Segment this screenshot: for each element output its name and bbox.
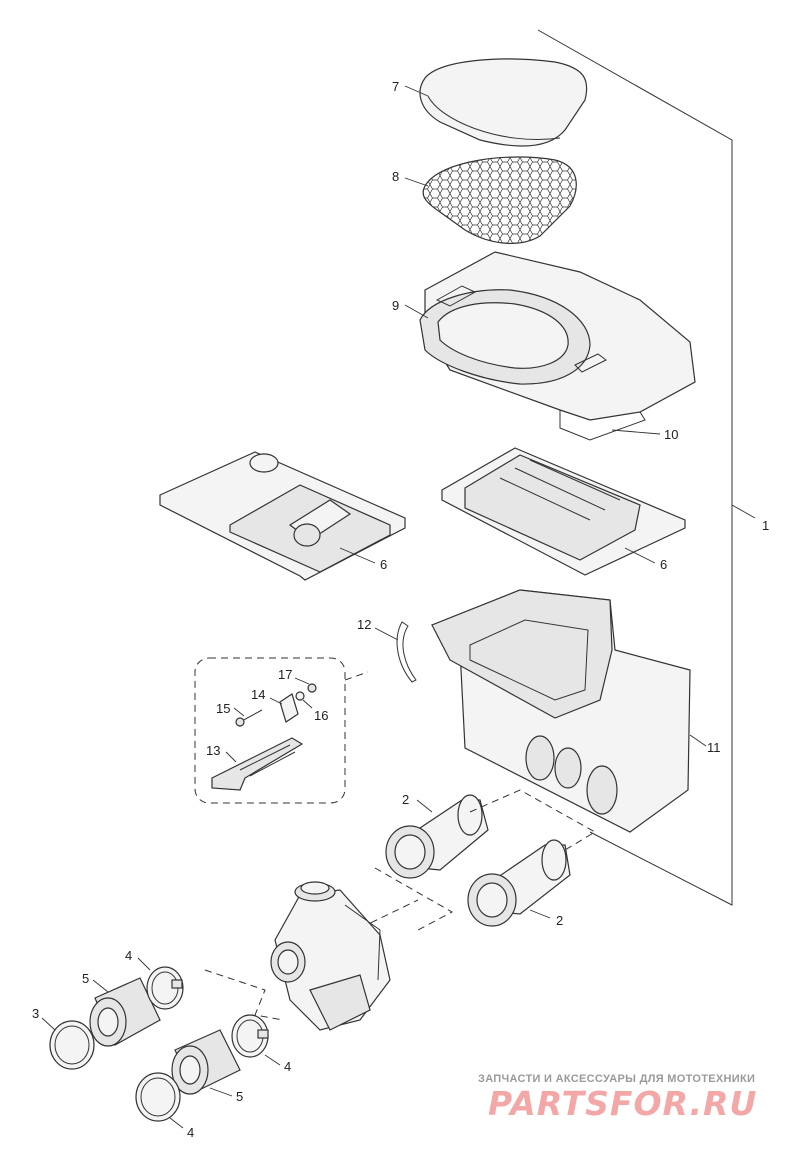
callout-5b: 5 — [236, 1089, 243, 1104]
intake-plate-left-part — [159, 451, 406, 581]
carburetor-part — [270, 881, 391, 1031]
leader-7 — [404, 85, 429, 97]
alignment-line-carb — [359, 899, 419, 929]
leader-10 — [611, 429, 661, 435]
leader-5a — [92, 979, 109, 993]
callout-7: 7 — [392, 79, 399, 94]
leader-16 — [302, 699, 313, 709]
leader-12 — [374, 627, 399, 641]
leader-1 — [731, 504, 756, 519]
leader-4b — [264, 1054, 281, 1066]
sleeve-upper-part — [89, 977, 161, 1047]
callout-10: 10 — [664, 427, 678, 442]
callout-2b: 2 — [556, 913, 563, 928]
clamp-part-3 — [49, 1020, 95, 1070]
washer-part — [295, 691, 305, 701]
clamp-upper-part — [146, 966, 184, 1010]
leader-14 — [269, 697, 283, 705]
alignment-line-upper — [469, 789, 596, 851]
leader-4a — [137, 957, 151, 971]
callout-8: 8 — [392, 169, 399, 184]
airbox-cover-part — [419, 251, 696, 441]
alignment-line-clamps — [204, 969, 284, 1021]
nut-part — [307, 683, 317, 693]
callout-14: 14 — [251, 687, 265, 702]
leader-2a — [416, 799, 433, 813]
callout-5a: 5 — [82, 971, 89, 986]
leader-15 — [233, 707, 245, 717]
callout-9: 9 — [392, 298, 399, 313]
callout-1: 1 — [762, 518, 769, 533]
callout-3: 3 — [32, 1006, 39, 1021]
intake-plate-right-part — [441, 447, 686, 576]
callout-16: 16 — [314, 708, 328, 723]
assembly-bracket — [537, 29, 733, 906]
intake-boot-upper-part — [385, 794, 489, 879]
leader-4c — [169, 1117, 184, 1129]
callout-2a: 2 — [402, 792, 409, 807]
hardware-group-box — [194, 657, 346, 804]
leader-17 — [294, 677, 310, 685]
sleeve-lower-part — [171, 1029, 241, 1095]
bolt-part — [235, 709, 263, 727]
callout-11: 11 — [707, 740, 721, 755]
leader-9 — [404, 304, 429, 319]
bracket-part — [279, 693, 299, 723]
callout-4b: 4 — [284, 1059, 291, 1074]
hardware-group-pointer — [344, 671, 369, 681]
filter-foam-part — [419, 58, 588, 147]
leader-6b — [624, 547, 656, 564]
leader-5b — [209, 1087, 233, 1097]
clip-part — [396, 621, 417, 683]
leader-8 — [404, 177, 429, 187]
clamp-right-part — [231, 1014, 269, 1058]
callout-13: 13 — [206, 743, 220, 758]
callout-17: 17 — [278, 667, 292, 682]
mesh-screen-part — [422, 156, 577, 244]
intake-boot-lower-part — [467, 839, 571, 927]
airbox-housing-part — [430, 589, 691, 833]
callout-4c: 4 — [187, 1125, 194, 1140]
watermark-tagline: ЗАПЧАСТИ И АКСЕССУАРЫ ДЛЯ МОТОТЕХНИКИ — [478, 1073, 756, 1085]
watermark-brand-logo[interactable]: PARTSFOR.RU — [488, 1084, 758, 1123]
leader-11 — [689, 734, 707, 747]
callout-4a: 4 — [125, 948, 132, 963]
leader-3 — [41, 1017, 56, 1031]
callout-15: 15 — [216, 701, 230, 716]
leader-6a — [339, 547, 376, 564]
clamp-lower-part — [135, 1072, 181, 1122]
callout-6a: 6 — [380, 557, 387, 572]
leader-2b — [529, 909, 551, 919]
callout-12: 12 — [357, 617, 371, 632]
bracket-strap-part — [211, 737, 304, 791]
alignment-line-lower — [374, 867, 454, 931]
callout-6b: 6 — [660, 557, 667, 572]
leader-13 — [225, 751, 237, 763]
